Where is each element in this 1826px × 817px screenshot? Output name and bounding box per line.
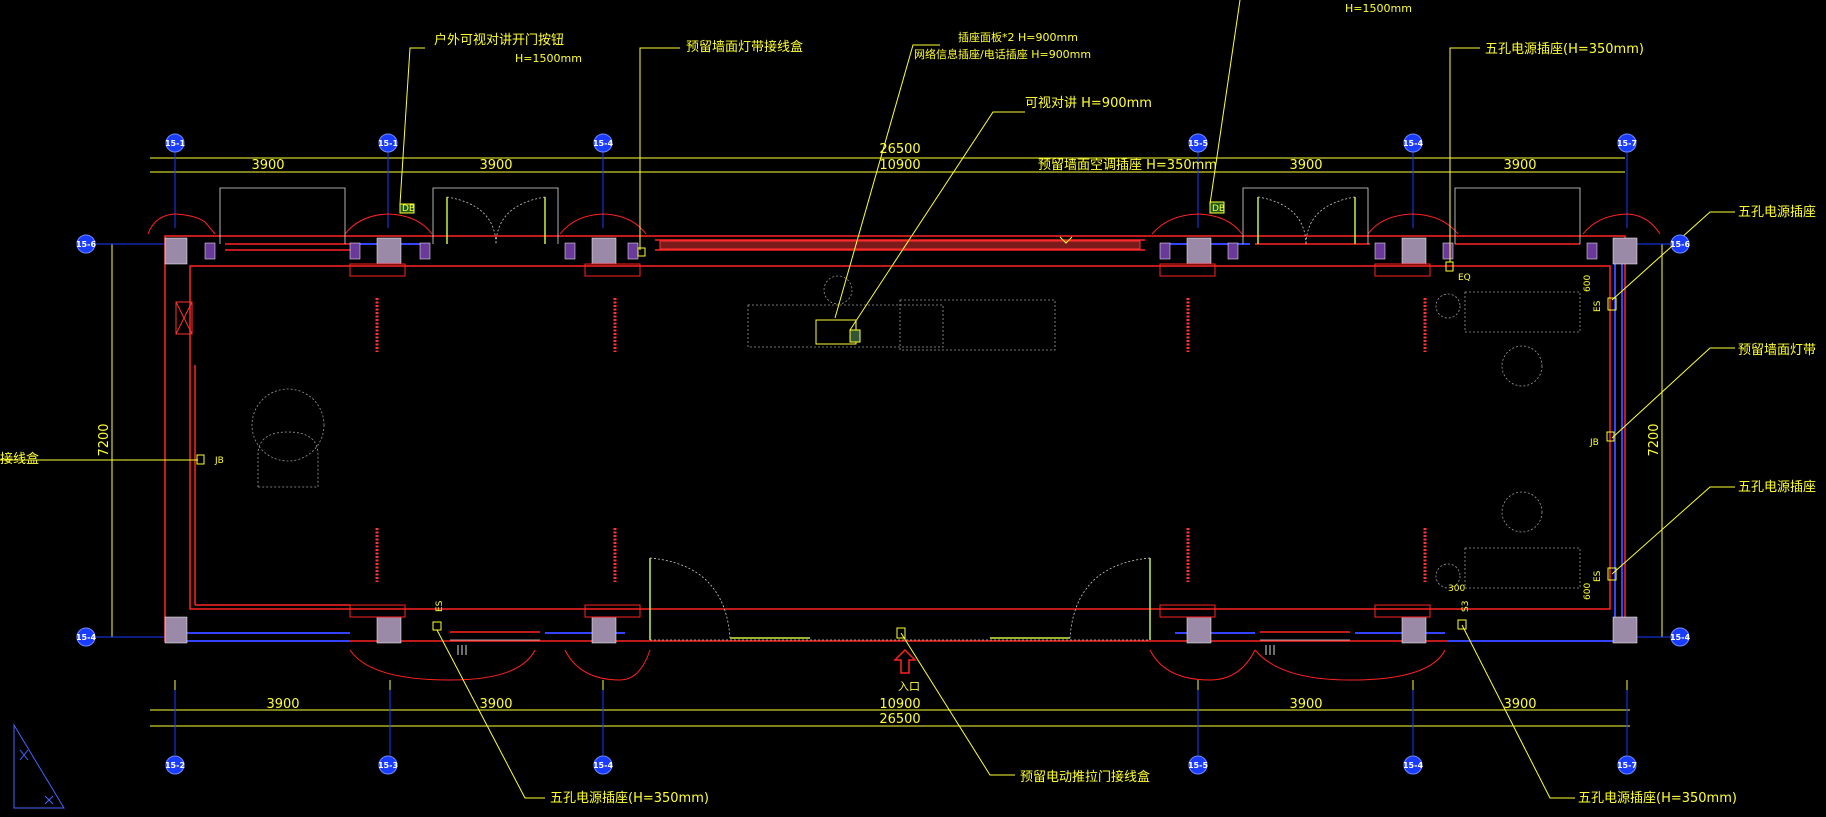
grid-bubble-label-bottom-0: 15-2 xyxy=(165,761,185,770)
grid-bubble-bottom-0 xyxy=(165,755,185,775)
symbol-db-top-left: DB xyxy=(402,204,415,214)
grid-bubble-top-1 xyxy=(378,133,398,153)
label-wall-lightstrip-right: 预留墙面灯带 xyxy=(1738,343,1816,358)
grid-bubble-bottom-3 xyxy=(1188,755,1208,775)
symbol-jb-right: JB xyxy=(1589,438,1599,448)
dim-top-3: 10900 xyxy=(879,158,920,173)
grid-bubble-label-top-3: 15-5 xyxy=(1188,139,1208,148)
grid-bubble-left-1 xyxy=(76,627,96,647)
dimension-lines xyxy=(104,150,1670,735)
grid-bubble-label-bottom-5: 15-7 xyxy=(1617,761,1637,770)
dim-bottom-4: 3900 xyxy=(1289,697,1322,712)
label-five-hole-socket-top-right: 五孔电源插座(H=350mm) xyxy=(1485,42,1644,57)
electrical-symbols xyxy=(196,201,1617,639)
grid-bubble-label-top-0: 15-1 xyxy=(165,139,185,148)
symbol-600-top: 600 xyxy=(1583,275,1593,292)
furniture xyxy=(251,275,1581,589)
label-top-height: H=1500mm xyxy=(1345,2,1412,15)
grid-bubble-right-1 xyxy=(1670,627,1690,647)
label-entrance: 入口 xyxy=(898,680,920,693)
left-wall-device xyxy=(175,301,193,335)
grid-bubble-label-left-0: 15-6 xyxy=(76,240,96,249)
dim-top-total: 26500 xyxy=(879,142,920,157)
label-ac-socket: 预留墙面空调插座 H=350mm xyxy=(1038,158,1217,173)
grid-bubble-label-top-2: 15-4 xyxy=(593,139,613,148)
top-window-band xyxy=(659,240,1141,250)
grid-bubble-bottom-5 xyxy=(1617,755,1637,775)
dim-bottom-2: 3900 xyxy=(479,697,512,712)
grid-bubble-label-bottom-4: 15-4 xyxy=(1403,761,1423,770)
label-outdoor-intercom-height: H=1500mm xyxy=(515,52,582,65)
grid-bubble-label-bottom-3: 15-5 xyxy=(1188,761,1208,770)
grid-bubble-label-right-1: 15-4 xyxy=(1670,633,1690,642)
top-doors xyxy=(446,197,1356,244)
dim-bottom-3: 10900 xyxy=(879,697,920,712)
walls xyxy=(164,235,1626,642)
grid-bubble-bottom-1 xyxy=(378,755,398,775)
grid-bubbles: 15-1 15-1 15-4 15-5 15-4 15-7 15-2 15-3 15-4 15-5… xyxy=(76,133,1690,775)
grid-bubble-bottom-4 xyxy=(1403,755,1423,775)
red-heaters xyxy=(375,298,1427,582)
dim-right-height: 7200 xyxy=(1647,423,1662,456)
columns xyxy=(164,237,1638,644)
top-door-swings xyxy=(446,196,1356,245)
grid-bubble-top-0 xyxy=(165,133,185,153)
label-socket-panel: 插座面板*2 H=900mm xyxy=(958,30,1078,44)
dim-left-height: 7200 xyxy=(97,423,112,456)
label-five-hole-socket-bottom-right: 五孔电源插座(H=350mm) xyxy=(1578,791,1737,806)
label-five-hole-socket-right-2: 五孔电源插座 xyxy=(1738,480,1816,495)
label-junction-box-left: 接线盒 xyxy=(0,451,39,467)
symbol-es-bottom-left: ES xyxy=(435,600,445,612)
label-electric-door-box: 预留电动推拉门接线盒 xyxy=(1020,769,1150,785)
label-wall-lightstrip-box-top: 预留墙面灯带接线盒 xyxy=(686,39,803,55)
grid-bubble-label-bottom-2: 15-4 xyxy=(593,761,613,770)
grid-bubble-label-top-5: 15-7 xyxy=(1617,139,1637,148)
symbol-300: 300 xyxy=(1448,584,1465,594)
symbol-es-right-bottom: ES xyxy=(1593,570,1603,582)
windows xyxy=(180,243,1623,642)
dim-top-2: 3900 xyxy=(479,158,512,173)
grid-bubble-top-2 xyxy=(593,133,613,153)
label-five-hole-socket-bottom-left: 五孔电源插座(H=350mm) xyxy=(550,791,709,806)
label-network-phone-socket: 网络信息插座/电话插座 H=900mm xyxy=(914,47,1091,61)
entrance-arrow xyxy=(893,648,917,674)
dim-top-1: 3900 xyxy=(251,158,284,173)
label-outdoor-intercom-button: 户外可视对讲开门按钮 xyxy=(434,32,564,48)
pilasters xyxy=(204,242,1598,260)
grid-bubble-label-left-1: 15-4 xyxy=(76,633,96,642)
symbol-s3-bottom-right: S3 xyxy=(1461,601,1471,612)
bottom-grills xyxy=(457,645,1275,655)
leader-lines xyxy=(0,0,1735,799)
symbol-es-right-top: ES xyxy=(1593,300,1603,312)
dim-bottom-total: 26500 xyxy=(879,712,920,727)
bottom-doors xyxy=(649,558,1151,640)
column-caps xyxy=(147,213,1661,681)
grid-bubble-top-4 xyxy=(1403,133,1423,153)
dim-top-4: 3900 xyxy=(1289,158,1322,173)
symbol-eq: EQ xyxy=(1458,273,1471,283)
label-video-intercom: 可视对讲 H=900mm xyxy=(1025,96,1152,111)
bay-frames xyxy=(219,187,1581,641)
symbol-db-top-right: DB xyxy=(1212,204,1225,214)
dim-top-5: 3900 xyxy=(1503,158,1536,173)
grid-bubble-label-bottom-1: 15-3 xyxy=(378,761,398,770)
grid-bubble-bottom-2 xyxy=(593,755,613,775)
label-five-hole-socket-right-1: 五孔电源插座 xyxy=(1738,205,1816,220)
grid-axis-lines xyxy=(94,152,1670,755)
grid-bubble-left-0 xyxy=(76,234,96,254)
grid-bubble-label-right-0: 15-6 xyxy=(1670,240,1690,249)
symbol-jb-left: JB xyxy=(214,456,224,466)
grid-bubble-top-5 xyxy=(1617,133,1637,153)
grid-bubble-label-top-4: 15-4 xyxy=(1403,139,1423,148)
bottom-door-swings xyxy=(649,557,1151,641)
dim-bottom-5: 3900 xyxy=(1503,697,1536,712)
dim-bottom-1: 3900 xyxy=(266,697,299,712)
ucs-icon xyxy=(13,723,65,809)
symbol-600-bottom: 600 xyxy=(1583,583,1593,600)
grid-bubble-right-0 xyxy=(1670,234,1690,254)
grid-bubble-top-3 xyxy=(1188,133,1208,153)
grid-bubble-label-top-1: 15-1 xyxy=(378,139,398,148)
